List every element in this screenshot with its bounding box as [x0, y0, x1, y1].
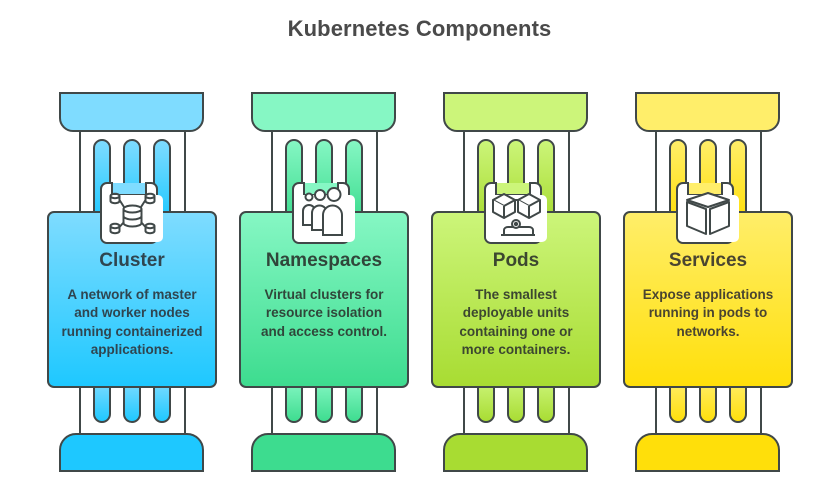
- card-title: Namespaces: [265, 250, 383, 271]
- pillar-base: [251, 433, 396, 472]
- pillar-capital: [443, 92, 588, 132]
- pillar-namespaces: Namespaces Virtual clusters for resource…: [239, 0, 410, 493]
- pillar-pods: Pods The smallest deployable units conta…: [431, 0, 602, 493]
- card-title: Pods: [492, 250, 540, 271]
- pillar-services: Services Expose applications running in …: [623, 0, 794, 493]
- card-title: Cluster: [99, 250, 165, 271]
- pillar-capital: [251, 92, 396, 132]
- pillar-graphic: [431, 92, 601, 472]
- database-network-icon: [109, 192, 156, 235]
- card-description: The smallest deployable units containing…: [459, 287, 573, 357]
- card-description: Expose applications running in pods to n…: [642, 287, 774, 339]
- pillar-capital: [635, 92, 780, 132]
- page-title: Kubernetes Components: [287, 16, 552, 41]
- pillar-graphic: [239, 92, 409, 472]
- pillar-graphic: [623, 92, 793, 472]
- pillar-base: [635, 433, 780, 472]
- box-cube-icon: [686, 192, 730, 235]
- pillar-graphic: [47, 92, 217, 472]
- card-description: Virtual clusters for resource isolation …: [260, 287, 388, 339]
- containers-cubes-icon: [492, 193, 541, 236]
- pillar-cluster: Cluster A network of master and worker n…: [47, 0, 218, 493]
- card-title: Services: [668, 250, 748, 271]
- card-description: A network of master and worker nodes run…: [61, 287, 203, 357]
- pillar-base: [59, 433, 204, 472]
- pillar-base: [443, 433, 588, 472]
- people-group-icon: [302, 187, 343, 236]
- pillar-capital: [59, 92, 204, 132]
